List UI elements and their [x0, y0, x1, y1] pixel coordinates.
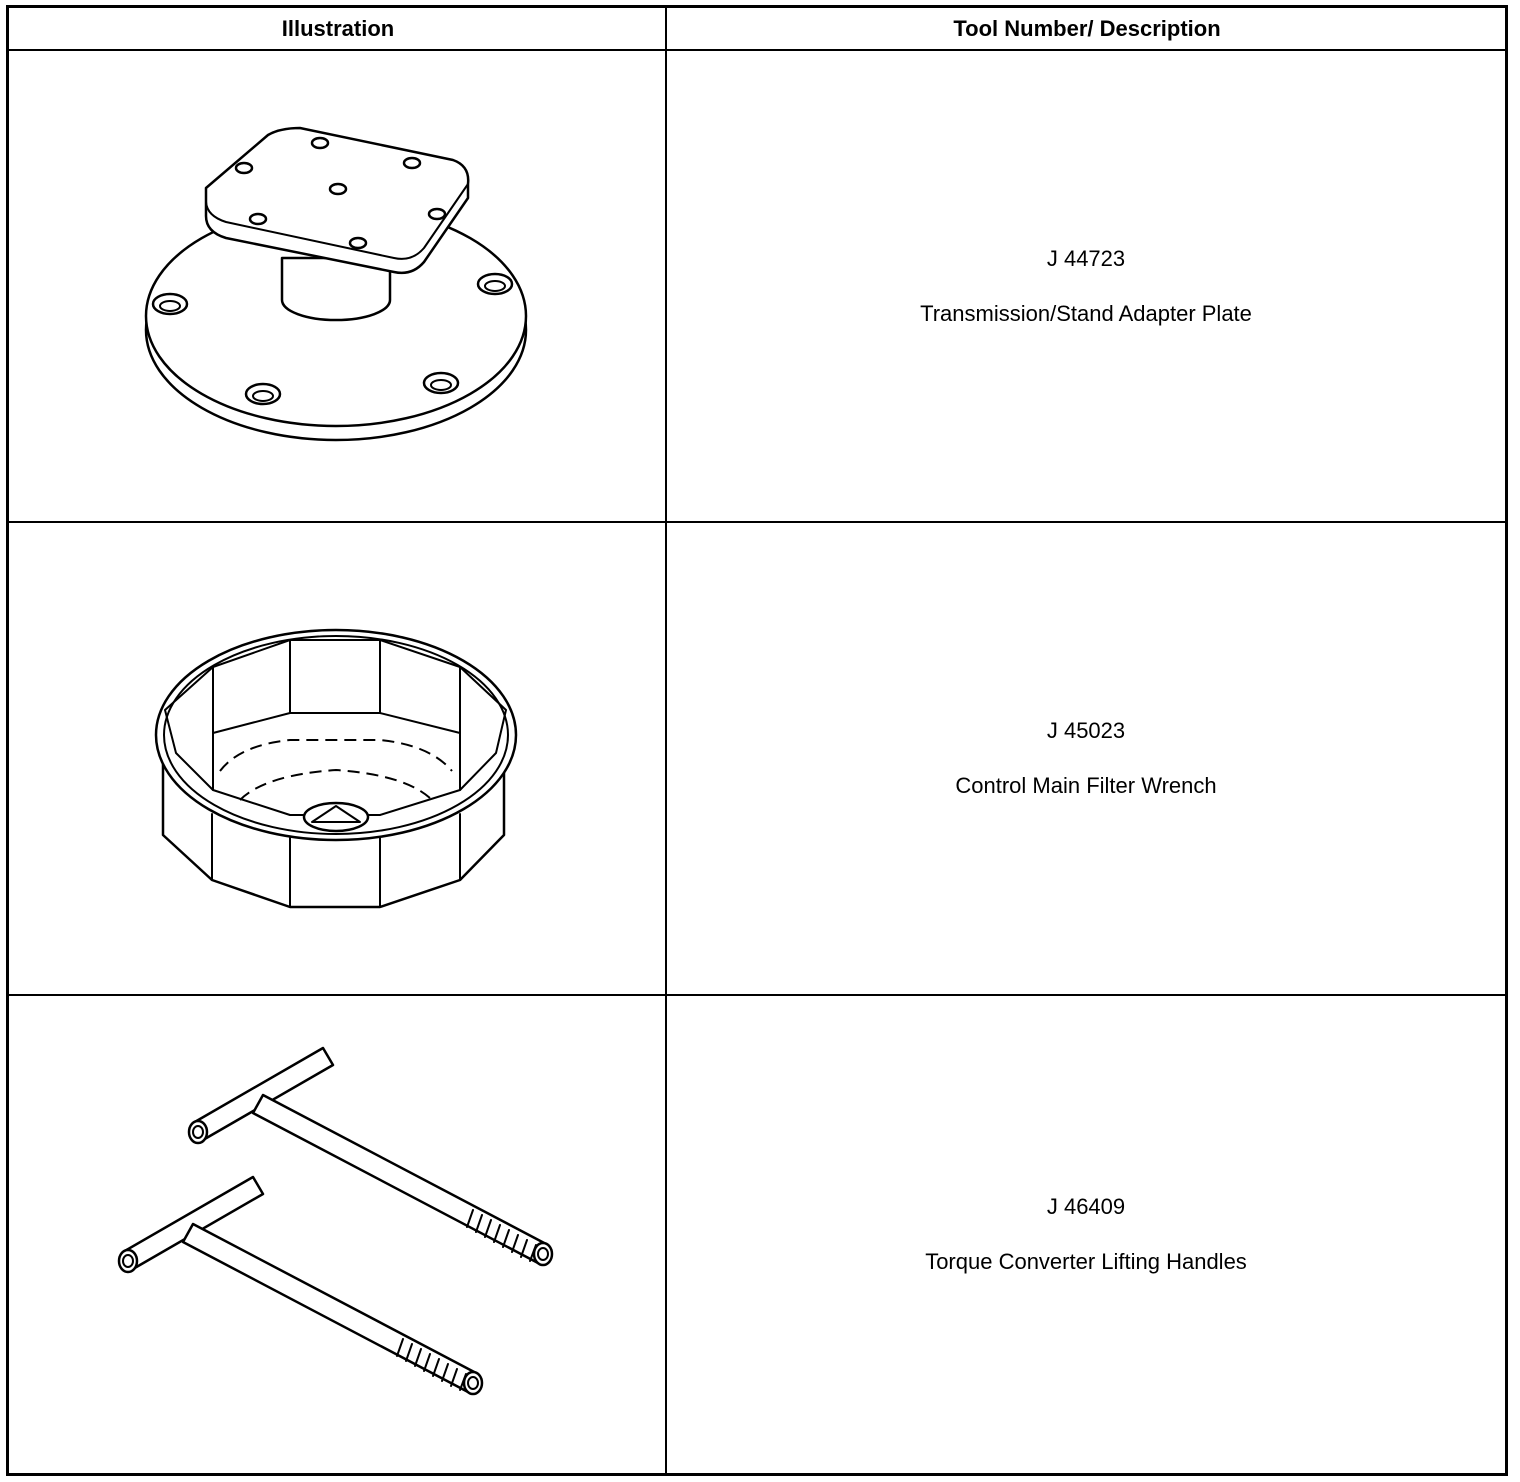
- table-row-2-illustration: [9, 523, 665, 994]
- tool-table: Illustration Tool Number/ Description: [6, 5, 1508, 1476]
- filter-wrench-icon: [154, 628, 518, 909]
- table-row-3-description-cell: J 46409 Torque Converter Lifting Handles: [667, 996, 1505, 1473]
- header-tool-number-description: Tool Number/ Description: [953, 15, 1221, 41]
- table-row-1-illustration: [9, 51, 665, 521]
- table-row-1-description-cell: J 44723 Transmission/Stand Adapter Plate: [667, 51, 1505, 521]
- tool-number: J 45023: [1046, 718, 1126, 743]
- tool-description: Torque Converter Lifting Handles: [925, 1249, 1247, 1274]
- tool-number: J 46409: [1046, 1194, 1126, 1219]
- tool-number: J 44723: [1046, 245, 1126, 271]
- table-row-3-illustration: [9, 996, 665, 1473]
- row-divider: [9, 994, 1505, 996]
- header-illustration: Illustration: [281, 15, 395, 41]
- row-divider: [9, 521, 1505, 523]
- table-row-2-description-cell: J 45023 Control Main Filter Wrench: [667, 523, 1505, 994]
- tool-description: Transmission/Stand Adapter Plate: [920, 300, 1252, 326]
- lifting-handles-icon: [117, 1046, 554, 1396]
- column-divider: [665, 8, 667, 1473]
- header-divider: [9, 49, 1505, 51]
- tool-description: Control Main Filter Wrench: [955, 773, 1217, 798]
- adapter-plate-icon: [144, 126, 528, 442]
